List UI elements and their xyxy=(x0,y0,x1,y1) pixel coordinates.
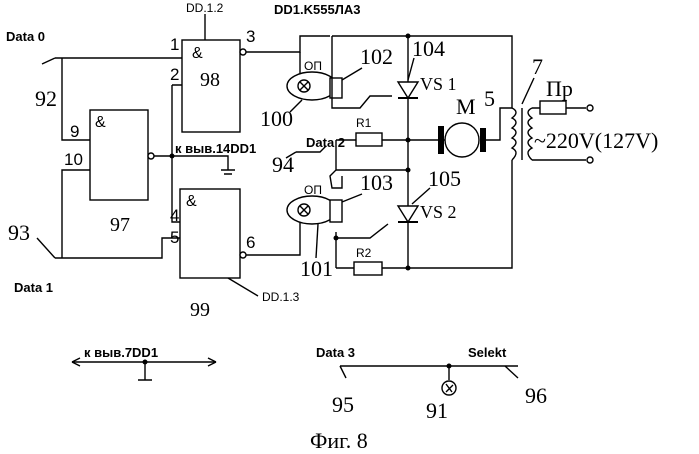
gate-97-inverter xyxy=(148,153,154,159)
motor-brush-right xyxy=(480,128,486,152)
wire-data1 xyxy=(55,238,180,258)
label-r2: R2 xyxy=(356,246,372,260)
optocoupler-2-label: ОП xyxy=(304,183,322,197)
ref-95: 95 xyxy=(332,392,354,417)
node-mid xyxy=(406,138,411,143)
label-mains: ~220V(127V) xyxy=(534,128,658,153)
optocoupler-1-label: ОП xyxy=(304,59,322,73)
label-data2: Data 2 xyxy=(306,135,345,150)
ref-91: 91 xyxy=(426,398,448,423)
motor xyxy=(445,123,479,157)
pin-3: 3 xyxy=(246,27,255,46)
thyristor-vs1 xyxy=(398,82,418,98)
node-pin7 xyxy=(143,360,148,365)
node-data3 xyxy=(447,364,452,369)
pin-2: 2 xyxy=(170,65,179,84)
ref-103: 103 xyxy=(360,170,393,195)
wire-data1-to-pin10 xyxy=(62,170,90,258)
node-gate97 xyxy=(170,154,175,159)
ground-pin14 xyxy=(221,170,235,174)
label-selekt: Selekt xyxy=(468,345,507,360)
gate-dd13-inverter xyxy=(240,252,246,258)
pin-6: 6 xyxy=(246,233,255,252)
fuse xyxy=(540,101,566,114)
ref-93: 93 xyxy=(8,220,30,245)
node-r2 xyxy=(334,236,339,241)
figure-caption: Фиг. 8 xyxy=(310,428,368,453)
gate-97-symbol: & xyxy=(95,114,106,131)
gate-dd12-name: DD.1.2 xyxy=(186,1,224,15)
wire-data1-arrow xyxy=(37,238,55,258)
note-pin7: к выв.7DD1 xyxy=(84,345,158,360)
thyristor-vs2 xyxy=(398,206,418,222)
chip-title: DD1.K555ЛА3 xyxy=(274,2,360,17)
label-data3: Data 3 xyxy=(316,345,355,360)
ref-96: 96 xyxy=(525,383,547,408)
resistor-r2 xyxy=(354,262,382,275)
gate-dd12-symbol: & xyxy=(192,45,203,62)
ref-102-leader xyxy=(342,68,362,80)
label-data1: Data 1 xyxy=(14,280,53,295)
wire-data0-arrow xyxy=(42,58,55,64)
label-r1: R1 xyxy=(356,116,372,130)
pin-9: 9 xyxy=(70,122,79,141)
gate-dd12-ref: 98 xyxy=(200,69,220,91)
ref-101: 101 xyxy=(300,256,333,281)
ref-104: 104 xyxy=(412,36,445,61)
ground-pin7 xyxy=(138,362,152,380)
label-data0: Data 0 xyxy=(6,29,45,44)
resistor-r1 xyxy=(356,133,382,146)
label-fuse: Пр xyxy=(546,76,573,101)
note-pin14: к выв.14DD1 xyxy=(175,141,256,156)
motor-brush-left xyxy=(438,126,444,154)
ref-92: 92 xyxy=(35,86,57,111)
ref-103-leader xyxy=(342,194,362,202)
gate-dd13-name: DD.1.3 xyxy=(262,290,300,304)
transformer-secondary xyxy=(528,108,532,160)
ref-104-leader xyxy=(408,58,414,80)
ref-7: 7 xyxy=(532,54,543,79)
gate-97-ref: 97 xyxy=(110,214,130,236)
transformer-primary xyxy=(512,108,516,160)
ref-105: 105 xyxy=(428,166,461,191)
ref-102: 102 xyxy=(360,44,393,69)
ref-7-leader xyxy=(522,78,534,104)
wire-data3-arrow xyxy=(340,366,346,378)
label-vs1: VS 1 xyxy=(420,74,457,94)
ref-101-leader xyxy=(316,224,318,258)
label-motor: M xyxy=(456,94,476,119)
gate-dd13-ref: 99 xyxy=(190,299,210,321)
wire-pin3-out xyxy=(246,36,330,52)
ref-5: 5 xyxy=(484,86,495,111)
pin-10: 10 xyxy=(64,150,83,169)
gate-dd12-inverter xyxy=(240,49,246,55)
node-bottom xyxy=(406,266,411,271)
wire-motor-out xyxy=(486,108,512,140)
optocoupler-2-sensor xyxy=(330,200,342,222)
gate-dd13-name-leader xyxy=(228,278,258,296)
pin-1: 1 xyxy=(170,35,179,54)
node-top xyxy=(406,34,411,39)
terminal-top xyxy=(587,105,593,111)
ref-100: 100 xyxy=(260,106,293,131)
gate-dd13-symbol: & xyxy=(186,193,197,210)
wire-pin6-out xyxy=(246,219,312,255)
wire-selekt-arrow xyxy=(505,366,518,378)
label-vs2: VS 2 xyxy=(420,202,457,222)
wire-pin14 xyxy=(172,156,228,170)
terminal-bottom xyxy=(587,157,593,163)
wire-op2-gate xyxy=(336,224,388,238)
